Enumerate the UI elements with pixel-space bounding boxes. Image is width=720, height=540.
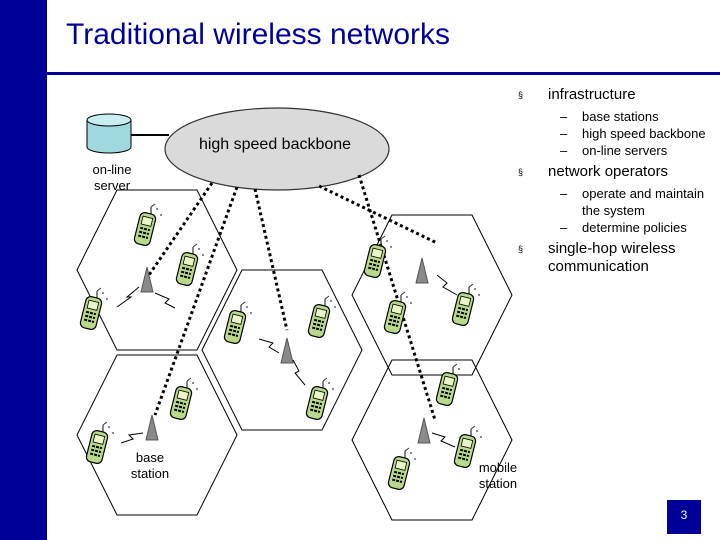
hexagon-cell	[351, 214, 513, 376]
mobile-phone-icon	[132, 203, 163, 248]
mobile-phone-icon	[168, 377, 199, 422]
mobile-phone-icon	[174, 243, 205, 288]
network-diagram	[76, 107, 513, 521]
antenna-icon	[140, 266, 154, 293]
mobile-phone-icon	[450, 283, 481, 328]
backbone-ellipse	[164, 107, 390, 191]
mobile-phone-icon	[362, 235, 393, 280]
database-icon	[86, 113, 132, 154]
mobile-phone-icon	[84, 421, 115, 466]
mobile-phone-icon	[434, 363, 465, 408]
bullet-list: §infrastructure –base stations –high spe…	[518, 86, 718, 280]
sub-bullet-item: –on-line servers	[560, 143, 668, 158]
antenna-icon	[145, 414, 159, 441]
mobile-phone-icon	[222, 301, 253, 346]
antenna-icon	[280, 337, 294, 364]
hexagon-cell	[76, 354, 238, 516]
sub-bullet-item: –determine policies	[560, 220, 687, 235]
base-station-label: base station	[130, 450, 170, 481]
bullet-item: §infrastructure	[518, 86, 636, 103]
hexagon-cell	[351, 359, 513, 521]
mobile-station-label: mobile station	[478, 460, 518, 491]
server-label: on-line server	[92, 162, 132, 193]
hexagon-cell	[76, 189, 238, 351]
hexagon-cell	[201, 269, 363, 431]
mobile-phone-icon	[306, 295, 337, 340]
slide-left-bar	[0, 0, 47, 540]
antenna-icon	[417, 417, 431, 444]
mobile-phone-icon	[386, 447, 417, 492]
antenna-icon	[415, 257, 429, 284]
sub-bullet-item: –operate and maintain the system	[560, 186, 705, 218]
slide-title: Traditional wireless networks	[66, 18, 451, 51]
slide-tick-marks	[14, 71, 44, 74]
sub-bullet-item: –base stations	[560, 109, 659, 124]
page-number: 3	[667, 500, 701, 534]
backbone-label: high speed backbone	[198, 136, 352, 153]
title-underline	[47, 72, 720, 75]
bullet-item: §network operators	[518, 163, 669, 180]
mobile-phone-icon	[382, 291, 413, 336]
sub-bullet-item: –high speed backbone	[560, 126, 706, 141]
bullet-item: §single-hop wireless communication	[518, 240, 676, 275]
